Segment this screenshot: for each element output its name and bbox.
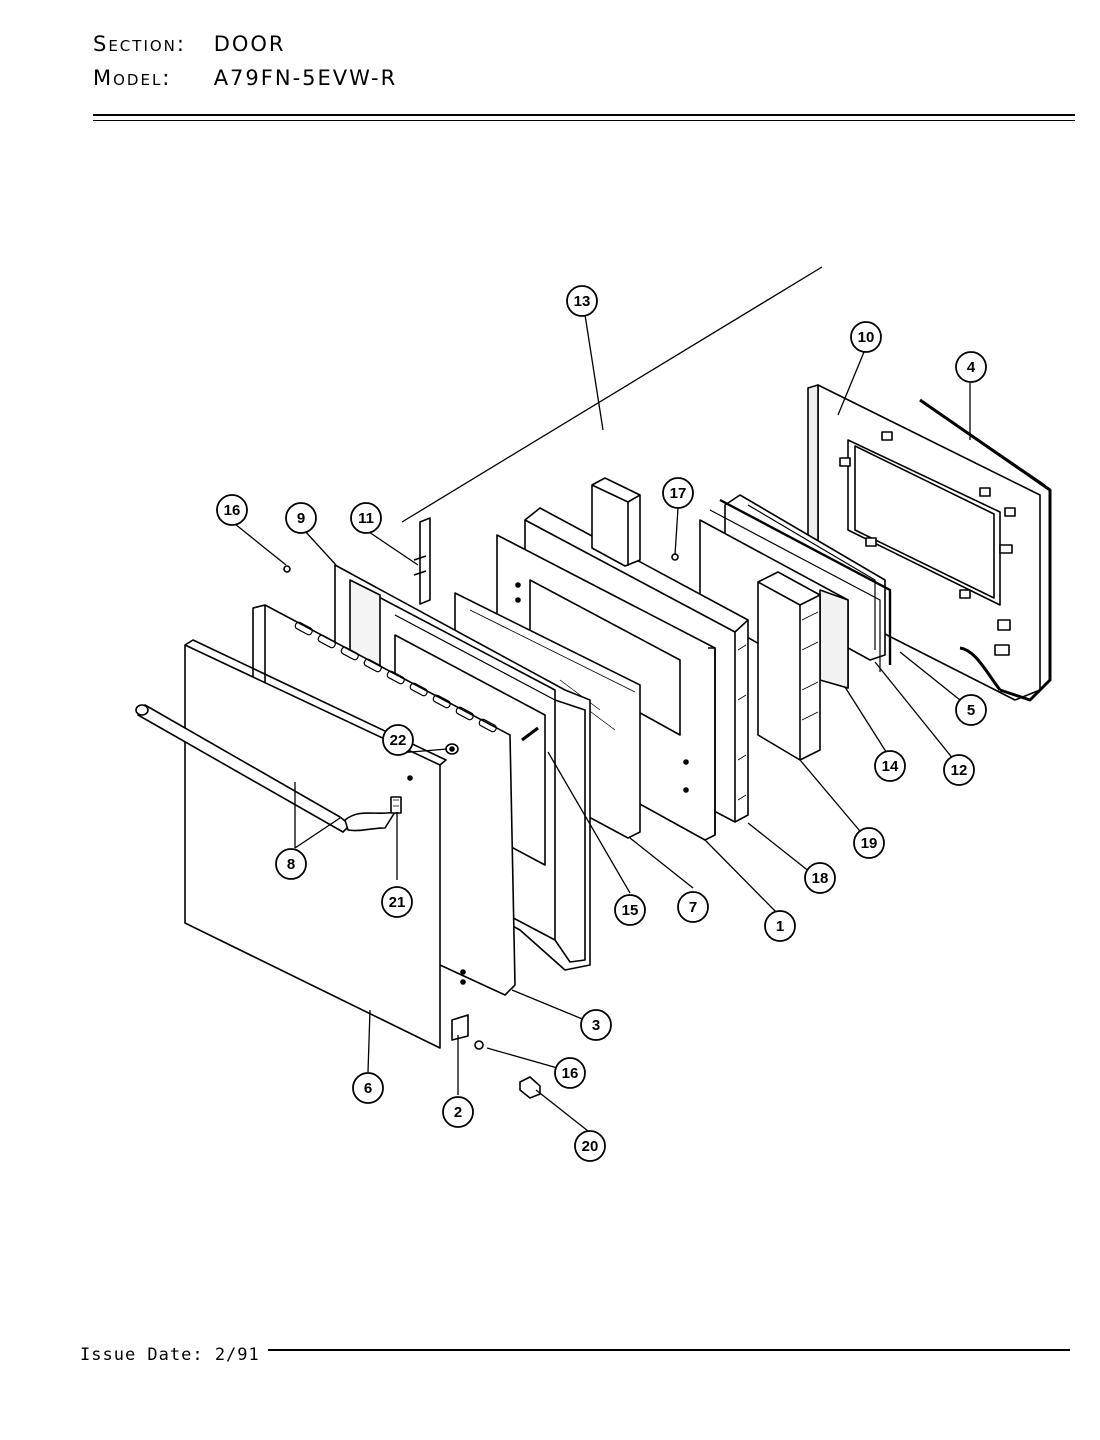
part-hinge-bracket <box>413 517 431 605</box>
callout-circles <box>216 285 987 1162</box>
callout-5: 5 <box>967 702 975 719</box>
callout-21: 21 <box>389 894 406 911</box>
callout-6: 6 <box>364 1080 372 1097</box>
part-outer-door-panel <box>184 639 447 1049</box>
callout-14: 14 <box>882 758 899 775</box>
header-rule-thin <box>93 120 1075 121</box>
callout-labels: 10 4 13 17 16 9 11 22 5 14 12 19 18 8 21… <box>224 293 976 1155</box>
part-insulation-block <box>757 571 821 761</box>
footer-rule <box>80 1349 1070 1351</box>
part-block-13 <box>591 477 641 567</box>
callout-16-bottom: 16 <box>562 1065 579 1082</box>
callout-3: 3 <box>592 1017 600 1034</box>
callout-15: 15 <box>622 902 639 919</box>
issue-date-text: Issue Date: 2/91 <box>80 1345 268 1365</box>
callout-9: 9 <box>297 510 305 527</box>
callout-18: 18 <box>812 870 829 887</box>
callout-8: 8 <box>287 856 295 873</box>
callout-10: 10 <box>858 329 875 346</box>
section-label: Section: <box>93 32 186 56</box>
callout-12: 12 <box>951 762 968 779</box>
callout-11: 11 <box>358 510 374 527</box>
callout-20: 20 <box>582 1138 599 1155</box>
section-row: Section: DOOR <box>93 32 286 56</box>
callout-2: 2 <box>454 1104 462 1121</box>
issue-date: Issue Date: 2/91 <box>80 1345 268 1365</box>
section-value: DOOR <box>213 32 286 56</box>
callout-16-top: 16 <box>224 502 241 519</box>
part-handle-clip <box>390 796 402 814</box>
callout-13: 13 <box>574 293 591 310</box>
header-rule-thick <box>93 114 1075 116</box>
callout-17: 17 <box>670 485 687 502</box>
callout-7: 7 <box>689 899 697 916</box>
small-hardware <box>283 553 679 1099</box>
model-label: Model: <box>93 66 172 90</box>
callout-19: 19 <box>861 835 878 852</box>
model-row: Model: A79FN-5EVW-R <box>93 66 397 90</box>
callout-22: 22 <box>390 732 407 749</box>
model-value: A79FN-5EVW-R <box>213 66 398 90</box>
callout-1: 1 <box>776 918 784 935</box>
part-handle <box>135 704 396 833</box>
callout-4: 4 <box>967 359 976 376</box>
